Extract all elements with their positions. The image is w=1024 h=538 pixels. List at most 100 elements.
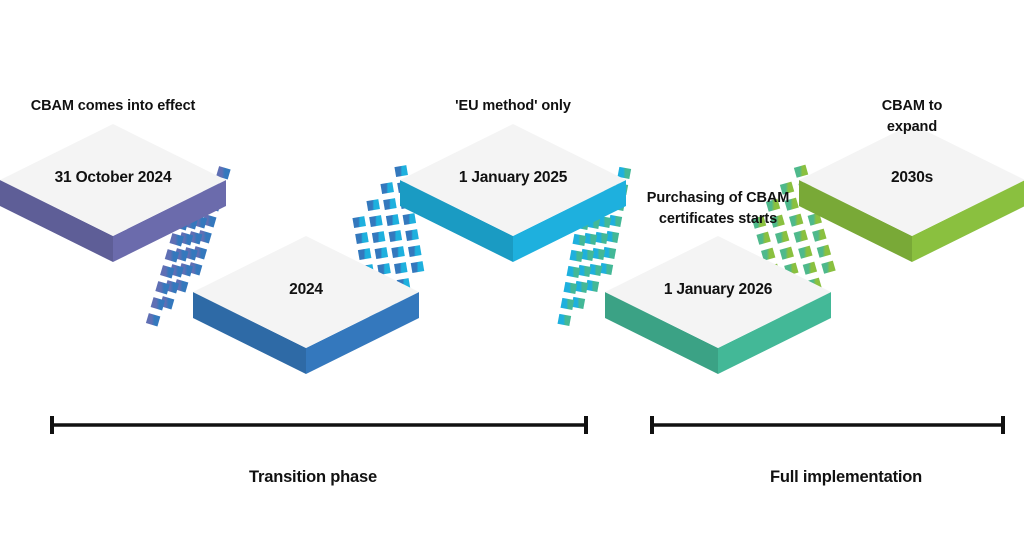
connector-dash bbox=[585, 279, 600, 292]
connector-dash bbox=[391, 246, 405, 259]
connector-dash bbox=[605, 230, 620, 243]
connector-dash bbox=[178, 263, 194, 277]
connector-dash bbox=[188, 231, 203, 245]
connector-dash bbox=[779, 246, 794, 260]
milestone-platform-m3[interactable] bbox=[400, 124, 626, 262]
connector-dash bbox=[574, 280, 589, 293]
connector-dash bbox=[173, 279, 189, 293]
connector-dash bbox=[383, 198, 397, 211]
connector-c4 bbox=[751, 164, 836, 325]
milestone-platform-m1[interactable] bbox=[0, 124, 226, 262]
connector-dash bbox=[784, 262, 799, 276]
milestone-date-label: 31 October 2024 bbox=[54, 169, 172, 186]
connector-dash bbox=[572, 233, 587, 246]
connector-dash bbox=[366, 199, 380, 212]
connector-dash bbox=[571, 296, 586, 309]
connector-dash bbox=[599, 262, 614, 275]
connector-dash bbox=[408, 245, 422, 258]
connector-dash bbox=[352, 216, 366, 229]
platform-side-right bbox=[306, 292, 419, 374]
connectors-layer bbox=[145, 164, 836, 327]
connector-dash bbox=[563, 281, 578, 294]
connector-dash bbox=[357, 248, 372, 261]
milestone-platform-m4[interactable] bbox=[605, 236, 831, 374]
connector-dash bbox=[174, 248, 189, 262]
milestone-caption: CBAM comes into effect bbox=[30, 98, 196, 114]
platform-side-right bbox=[113, 180, 226, 262]
connector-dash bbox=[355, 232, 369, 245]
connector-dash bbox=[402, 213, 417, 226]
platform-top bbox=[605, 236, 831, 348]
connector-dash bbox=[560, 297, 575, 310]
connector-dash bbox=[202, 214, 217, 228]
platform-side-left bbox=[400, 180, 513, 262]
platform-side-left bbox=[605, 292, 718, 374]
connector-dash bbox=[557, 313, 572, 326]
connector-dash bbox=[405, 229, 419, 242]
connector-dash bbox=[821, 260, 836, 274]
phase-label: Transition phase bbox=[249, 468, 377, 486]
connector-dash bbox=[770, 214, 785, 228]
connector-dash bbox=[169, 233, 184, 247]
connector-dash bbox=[761, 247, 776, 261]
connector-dash bbox=[779, 181, 795, 195]
connector-dash bbox=[594, 231, 609, 244]
platform-side-left bbox=[799, 180, 912, 262]
connector-dash bbox=[394, 262, 408, 275]
milestone-date-label: 2030s bbox=[890, 169, 934, 186]
connector-dash bbox=[816, 244, 832, 258]
connector-dash bbox=[608, 214, 623, 227]
phase-bracket-p2 bbox=[650, 416, 1005, 434]
connector-dash bbox=[812, 228, 827, 242]
connector-dash bbox=[602, 246, 617, 259]
connector-dash bbox=[756, 231, 771, 245]
connector-dash bbox=[577, 264, 592, 277]
platform-top bbox=[799, 124, 1024, 236]
milestone-caption: 'EU method' only bbox=[455, 98, 571, 114]
milestone-caption: CBAM to expand bbox=[881, 98, 943, 136]
connector-dash bbox=[793, 229, 808, 243]
connector-dash bbox=[591, 247, 606, 260]
platforms-layer bbox=[0, 124, 1024, 374]
milestone-date-label: 1 January 2025 bbox=[458, 169, 568, 186]
platform-side-left bbox=[0, 180, 113, 262]
connector-dash bbox=[159, 296, 175, 310]
connector-dash bbox=[178, 232, 194, 246]
connector-dash bbox=[580, 248, 595, 261]
connector-dash bbox=[160, 265, 175, 279]
platform-side-right bbox=[912, 180, 1024, 262]
brackets-layer bbox=[50, 416, 1005, 434]
milestone-date-label: 1 January 2026 bbox=[663, 281, 773, 298]
connector-dash bbox=[183, 247, 198, 261]
connector-dash bbox=[775, 230, 790, 244]
platform-side-left bbox=[193, 292, 306, 374]
connector-dash bbox=[583, 232, 598, 245]
connector-dash bbox=[197, 230, 212, 244]
connector-dash bbox=[793, 164, 809, 178]
connector-dash bbox=[388, 230, 403, 243]
connector-dash bbox=[164, 249, 180, 263]
milestone-platform-m2[interactable] bbox=[193, 236, 419, 374]
connector-dash bbox=[169, 264, 184, 278]
connector-dash bbox=[192, 246, 208, 260]
milestone-platform-m5[interactable] bbox=[799, 124, 1024, 262]
connector-dash bbox=[164, 280, 180, 294]
connector-dash bbox=[374, 247, 389, 260]
connector-dash bbox=[784, 197, 799, 211]
connector-dash bbox=[802, 261, 818, 275]
connector-dash bbox=[410, 261, 425, 274]
connector-dash bbox=[216, 166, 231, 180]
connector-dash bbox=[155, 281, 170, 295]
phase-label: Full implementation bbox=[769, 468, 923, 486]
connector-dash bbox=[377, 263, 391, 276]
milestone-caption: Purchasing of CBAM certificates starts bbox=[646, 190, 790, 228]
connector-dash bbox=[807, 212, 822, 226]
connector-dash bbox=[751, 215, 767, 229]
milestone-date-label: 2024 bbox=[289, 281, 323, 298]
connector-dash bbox=[371, 231, 386, 244]
connector-dash bbox=[597, 215, 612, 228]
connector-dash bbox=[617, 166, 632, 179]
connector-dash bbox=[369, 215, 383, 228]
connector-dash bbox=[192, 215, 208, 229]
